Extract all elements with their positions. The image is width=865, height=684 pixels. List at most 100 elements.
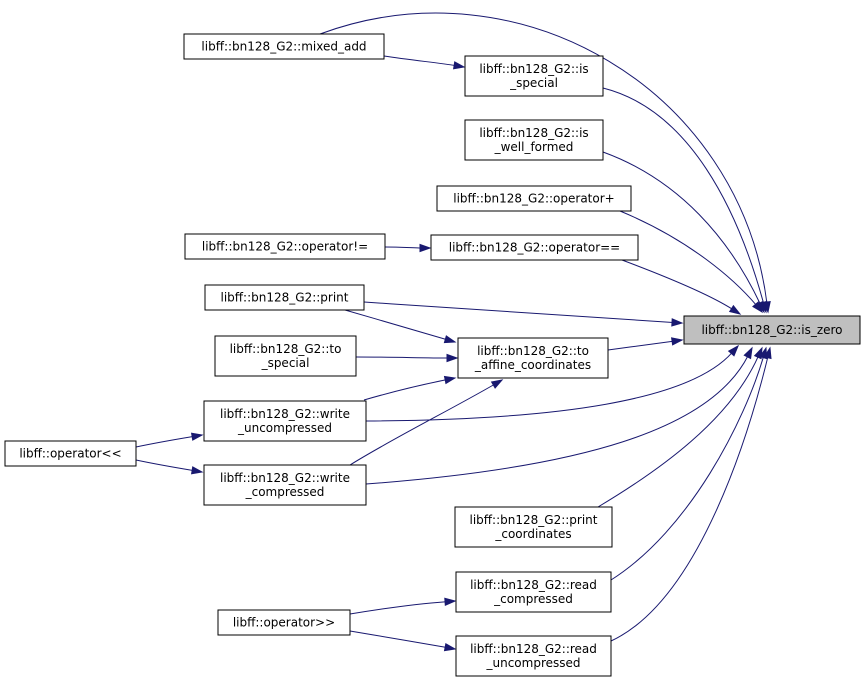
node-is-well-formed[interactable]: libff::bn128_G2::is_well_formed xyxy=(464,119,604,161)
edge-line xyxy=(384,246,422,249)
edge-line xyxy=(383,55,456,66)
arrowhead-icon xyxy=(728,304,742,315)
edge-write_uncompressed-to-is_zero xyxy=(365,344,739,422)
arrowhead-icon xyxy=(443,375,457,385)
node-box xyxy=(436,185,632,212)
node-label: libff::bn128_G2::is_zero xyxy=(701,323,842,337)
node-mixed-add[interactable]: libff::bn128_G2::mixed_add xyxy=(183,33,385,60)
node-box xyxy=(184,233,386,260)
node-label: libff::bn128_G2::print xyxy=(221,291,349,305)
edge-line xyxy=(363,379,447,401)
arrowhead-icon xyxy=(727,344,739,357)
node-label: libff::bn128_G2::write xyxy=(220,471,350,485)
node-to-special[interactable]: libff::bn128_G2::to_special xyxy=(214,335,357,377)
edge-op_eq-to-is_zero xyxy=(621,259,742,315)
node-label: _special xyxy=(261,356,310,370)
node-label: _well_formed xyxy=(494,140,574,154)
arrowhead-icon xyxy=(671,337,684,346)
node-label: libff::bn128_G2::to xyxy=(230,342,342,356)
node-label: libff::bn128_G2::write xyxy=(220,407,350,421)
edge-line xyxy=(602,87,765,304)
node-label: _uncompressed xyxy=(485,656,580,670)
edge-line xyxy=(135,436,194,448)
arrowhead-icon xyxy=(443,643,457,652)
node-box xyxy=(183,33,385,60)
nodes-layer: libff::bn128_G2::is_zerolibff::bn128_G2:… xyxy=(4,33,861,677)
edge-line xyxy=(597,355,759,508)
node-op-rshift[interactable]: libff::operator>> xyxy=(217,609,351,636)
arrowhead-icon xyxy=(763,346,772,360)
edge-op_plus-to-is_zero xyxy=(619,210,763,314)
arrowhead-icon xyxy=(446,353,459,363)
edge-write_compressed-to-to_affine xyxy=(349,379,504,466)
edge-line xyxy=(319,12,768,304)
edge-op_neq-to-op_eq xyxy=(384,243,432,253)
edge-line xyxy=(365,352,733,422)
node-box xyxy=(204,284,365,311)
arrowhead-icon xyxy=(190,432,204,441)
edges-layer xyxy=(135,12,772,652)
node-op-lshift[interactable]: libff::operator<< xyxy=(4,440,137,467)
node-label: _coordinates xyxy=(494,527,571,541)
edge-op_lshift-to-write_compressed xyxy=(135,459,204,475)
node-box xyxy=(455,571,612,613)
edge-line xyxy=(602,151,761,305)
arrowhead-icon xyxy=(490,379,504,389)
edge-op_lshift-to-write_uncompressed xyxy=(135,432,204,448)
node-box xyxy=(430,234,639,261)
edge-line xyxy=(349,384,495,466)
node-write-uncompressed[interactable]: libff::bn128_G2::write_uncompressed xyxy=(203,400,367,442)
arrowhead-icon xyxy=(419,243,432,253)
edge-line xyxy=(619,210,757,306)
node-is-special[interactable]: libff::bn128_G2::is_special xyxy=(464,55,604,97)
node-label: libff::bn128_G2::print xyxy=(470,513,598,527)
edge-print-to-is_zero xyxy=(363,301,684,327)
node-label: libff::bn128_G2::read xyxy=(470,578,597,592)
edge-line xyxy=(355,356,449,359)
edge-mixed_add-to-is_special xyxy=(383,55,466,70)
node-label: libff::bn128_G2::operator== xyxy=(449,241,621,255)
node-label: _special xyxy=(509,76,558,90)
node-label: libff::bn128_G2::to xyxy=(477,344,589,358)
node-label: _compressed xyxy=(245,485,325,499)
node-box xyxy=(683,315,861,345)
arrowhead-icon xyxy=(190,466,204,475)
arrowhead-icon xyxy=(444,597,457,606)
node-box xyxy=(203,464,367,506)
edge-op_rshift-to-read_uncompressed xyxy=(349,630,457,652)
node-op-plus[interactable]: libff::bn128_G2::operator+ xyxy=(436,185,632,212)
node-write-compressed[interactable]: libff::bn128_G2::write_compressed xyxy=(203,464,367,506)
edge-line xyxy=(607,340,674,351)
node-label: libff::bn128_G2::is xyxy=(479,62,588,76)
node-label: libff::bn128_G2::operator!= xyxy=(202,240,368,254)
edge-line xyxy=(365,355,749,485)
node-label: libff::bn128_G2::read xyxy=(470,642,597,656)
edge-to_special-to-to_affine xyxy=(355,353,459,363)
node-label: _affine_coordinates xyxy=(474,358,591,372)
edge-write_uncompressed-to-to_affine xyxy=(363,375,457,401)
node-op-eq[interactable]: libff::bn128_G2::operator== xyxy=(430,234,639,261)
node-is-zero[interactable]: libff::bn128_G2::is_zero xyxy=(683,315,861,345)
node-label: libff::operator<< xyxy=(19,447,121,461)
node-box xyxy=(455,635,612,677)
node-to-affine[interactable]: libff::bn128_G2::to_affine_coordinates xyxy=(457,337,609,379)
node-print-coordinates[interactable]: libff::bn128_G2::print_coordinates xyxy=(454,506,613,548)
node-print[interactable]: libff::bn128_G2::print xyxy=(204,284,365,311)
node-read-compressed[interactable]: libff::bn128_G2::read_compressed xyxy=(455,571,612,613)
node-read-uncompressed[interactable]: libff::bn128_G2::read_uncompressed xyxy=(455,635,612,677)
node-box xyxy=(4,440,137,467)
node-label: libff::bn128_G2::mixed_add xyxy=(201,40,366,54)
edge-write_compressed-to-is_zero xyxy=(365,346,753,485)
edge-line xyxy=(344,309,447,340)
edge-op_rshift-to-read_compressed xyxy=(349,597,457,615)
node-op-neq[interactable]: libff::bn128_G2::operator!= xyxy=(184,233,386,260)
arrowhead-icon xyxy=(743,346,753,360)
node-label: libff::bn128_G2::is xyxy=(479,126,588,140)
edge-print-to-to_affine xyxy=(344,309,457,344)
node-label: _uncompressed xyxy=(237,421,332,435)
arrowhead-icon xyxy=(452,61,466,70)
node-box xyxy=(464,119,604,161)
edge-line xyxy=(610,356,764,581)
node-label: libff::bn128_G2::operator+ xyxy=(453,192,614,206)
